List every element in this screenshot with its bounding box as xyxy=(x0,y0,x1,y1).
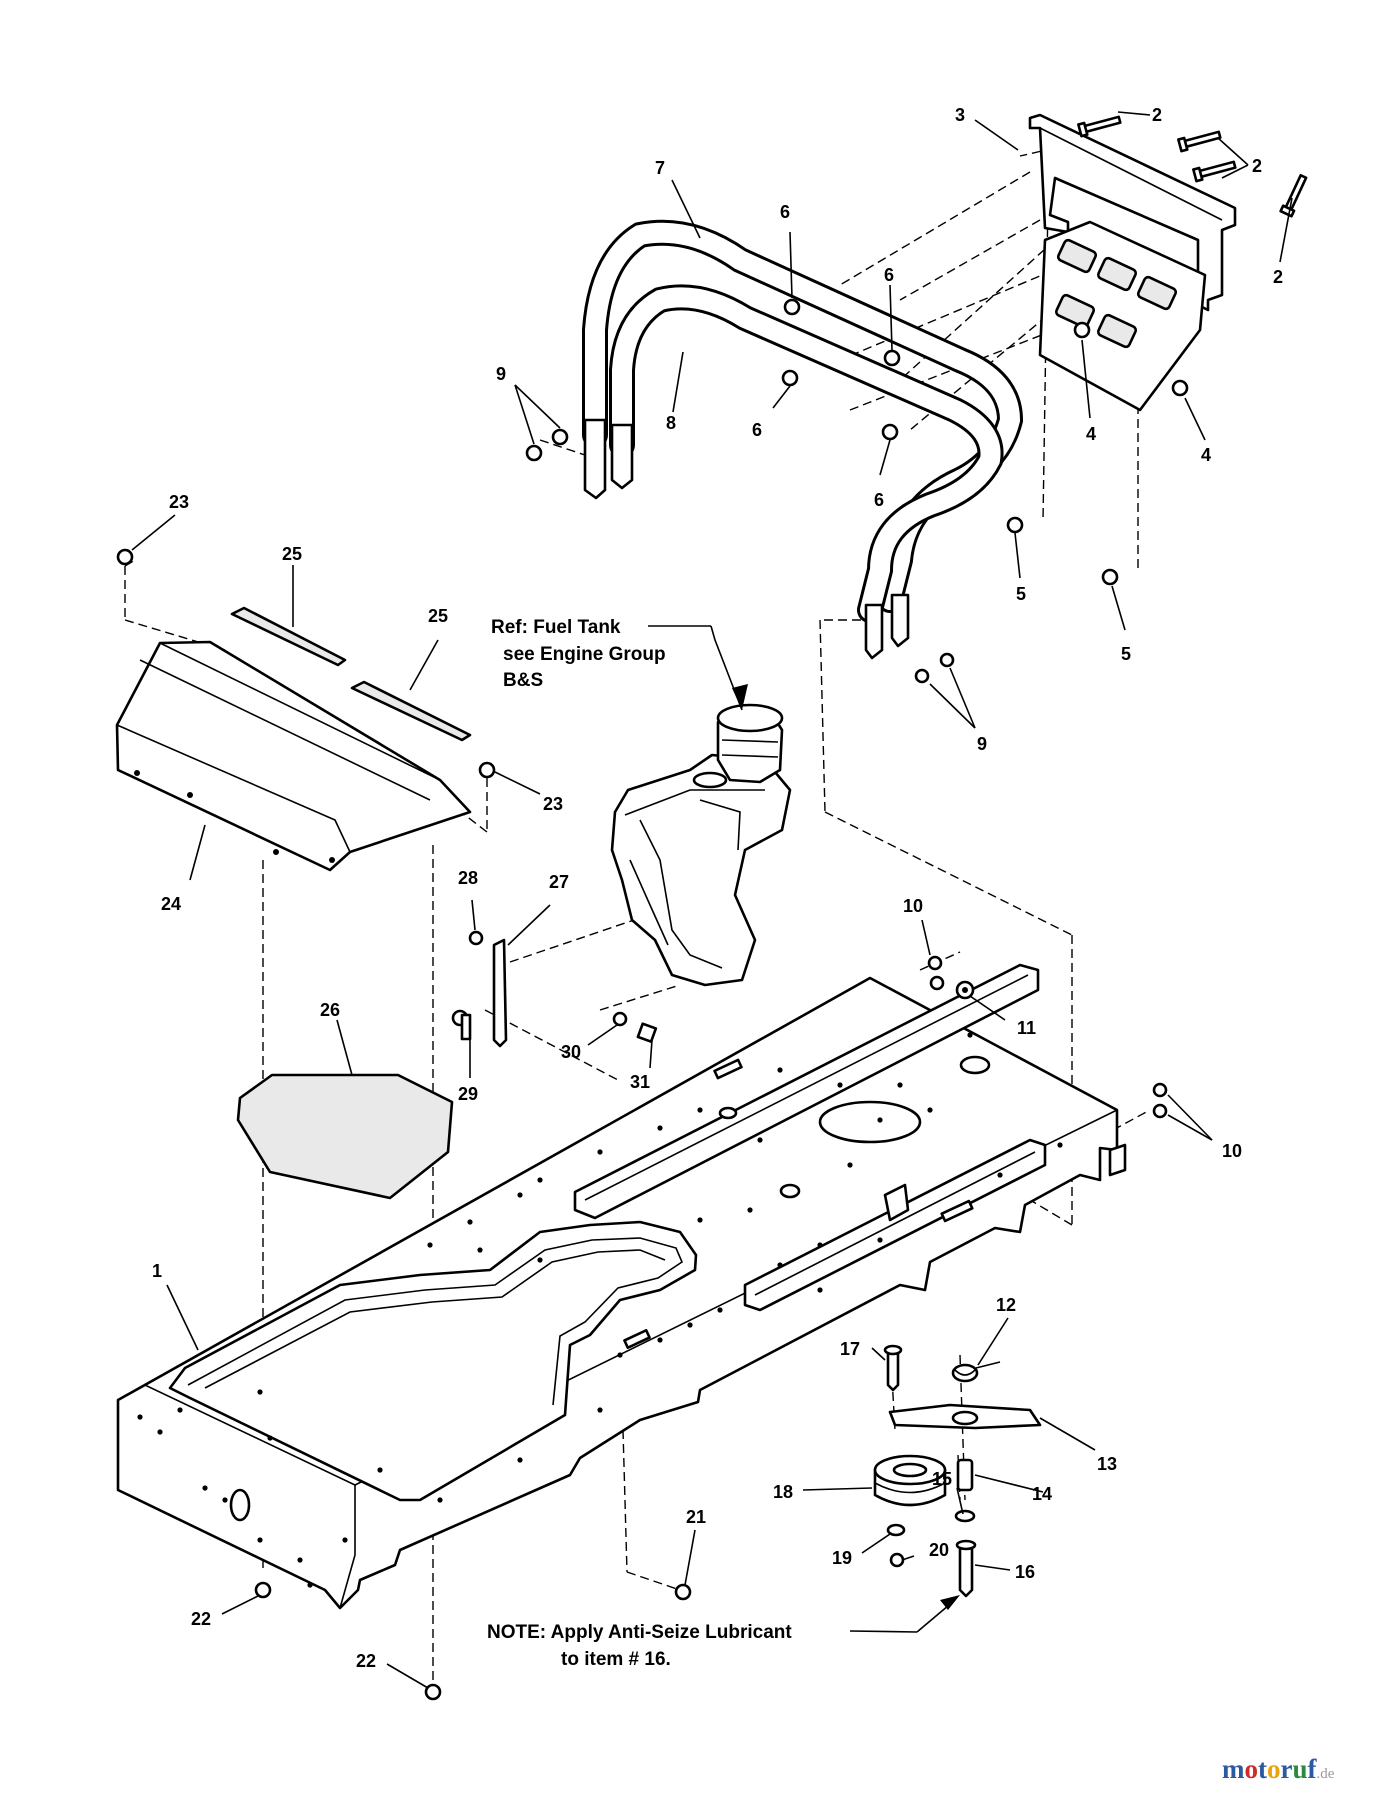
floor-pad xyxy=(236,1073,454,1200)
callout-2b: 2 xyxy=(1252,156,1262,176)
fuel-tank-ref-line2: see Engine Group xyxy=(503,644,666,665)
callout-13: 13 xyxy=(1097,1454,1117,1474)
callout-6d: 6 xyxy=(874,490,884,510)
callout-14: 14 xyxy=(1032,1484,1052,1504)
callout-9b: 9 xyxy=(977,734,987,754)
idler-arm xyxy=(888,1403,1042,1430)
callout-31: 31 xyxy=(630,1072,650,1092)
callout-20: 20 xyxy=(929,1540,949,1560)
handle-tubes xyxy=(582,219,1024,660)
main-frame xyxy=(116,963,1127,1610)
callout-24: 24 xyxy=(161,894,181,914)
part-callouts: 2 2 2 3 7 6 6 6 6 9 8 4 4 5 5 9 23 25 25… xyxy=(152,105,1283,1671)
hardware-lower xyxy=(883,1344,977,1598)
small-hardware xyxy=(116,115,1308,1701)
fuel-tank-ref-line1: Ref: Fuel Tank xyxy=(491,617,621,638)
bracket-panel xyxy=(1038,220,1207,412)
callout-22a: 22 xyxy=(191,1609,211,1629)
callout-1: 1 xyxy=(152,1261,162,1281)
callout-23a: 23 xyxy=(169,492,189,512)
watermark-text: motoruf.de xyxy=(1222,1754,1335,1784)
callout-6c: 6 xyxy=(752,420,762,440)
callout-22b: 22 xyxy=(356,1651,376,1671)
callout-29: 29 xyxy=(458,1084,478,1104)
note-line2: to item # 16. xyxy=(561,1649,671,1670)
callout-16: 16 xyxy=(1015,1562,1035,1582)
tank-strap xyxy=(492,938,508,1048)
callout-21: 21 xyxy=(686,1507,706,1527)
frame-holes xyxy=(137,1032,1063,1588)
callout-19: 19 xyxy=(832,1548,852,1568)
callout-2a: 2 xyxy=(1152,105,1162,125)
fuel-tank-reference: Ref: Fuel Tank see Engine Group B&S xyxy=(491,617,666,691)
callout-11: 11 xyxy=(1017,1018,1036,1038)
torsion-spring xyxy=(951,1361,1001,1383)
leader-lines xyxy=(131,111,1293,1689)
callout-8: 8 xyxy=(666,413,676,433)
callout-23b: 23 xyxy=(543,794,563,814)
callout-25b: 25 xyxy=(428,606,448,626)
idler-pulley xyxy=(873,1454,947,1507)
callout-7: 7 xyxy=(655,158,665,178)
callout-5a: 5 xyxy=(1016,584,1026,604)
callout-10b: 10 xyxy=(1222,1141,1242,1161)
callout-28: 28 xyxy=(458,868,478,888)
callout-5b: 5 xyxy=(1121,644,1131,664)
callout-4a: 4 xyxy=(1086,424,1096,444)
callout-17: 17 xyxy=(840,1339,860,1359)
callout-10a: 10 xyxy=(903,896,923,916)
fuel-tank xyxy=(610,703,792,987)
callout-15: 15 xyxy=(932,1469,952,1489)
lubricant-note: NOTE: Apply Anti-Seize Lubricant to item… xyxy=(487,1622,792,1670)
callout-26: 26 xyxy=(320,1000,340,1020)
callout-6a: 6 xyxy=(780,202,790,222)
fuel-tank-ref-line3: B&S xyxy=(503,670,543,691)
callout-25a: 25 xyxy=(282,544,302,564)
callout-3: 3 xyxy=(955,105,965,125)
callout-27: 27 xyxy=(549,872,569,892)
note-line1: NOTE: Apply Anti-Seize Lubricant xyxy=(487,1622,792,1643)
callout-2c: 2 xyxy=(1273,267,1283,287)
watermark-logo: motoruf.de xyxy=(1222,1754,1335,1784)
callout-4b: 4 xyxy=(1201,445,1211,465)
trim-strip-lower xyxy=(350,680,472,742)
callout-30: 30 xyxy=(561,1042,581,1062)
callout-12: 12 xyxy=(996,1295,1016,1315)
callout-18: 18 xyxy=(773,1482,793,1502)
callout-9a: 9 xyxy=(496,364,506,384)
callout-6b: 6 xyxy=(884,265,894,285)
trim-strip-upper xyxy=(230,606,347,667)
console-cover xyxy=(115,640,472,872)
